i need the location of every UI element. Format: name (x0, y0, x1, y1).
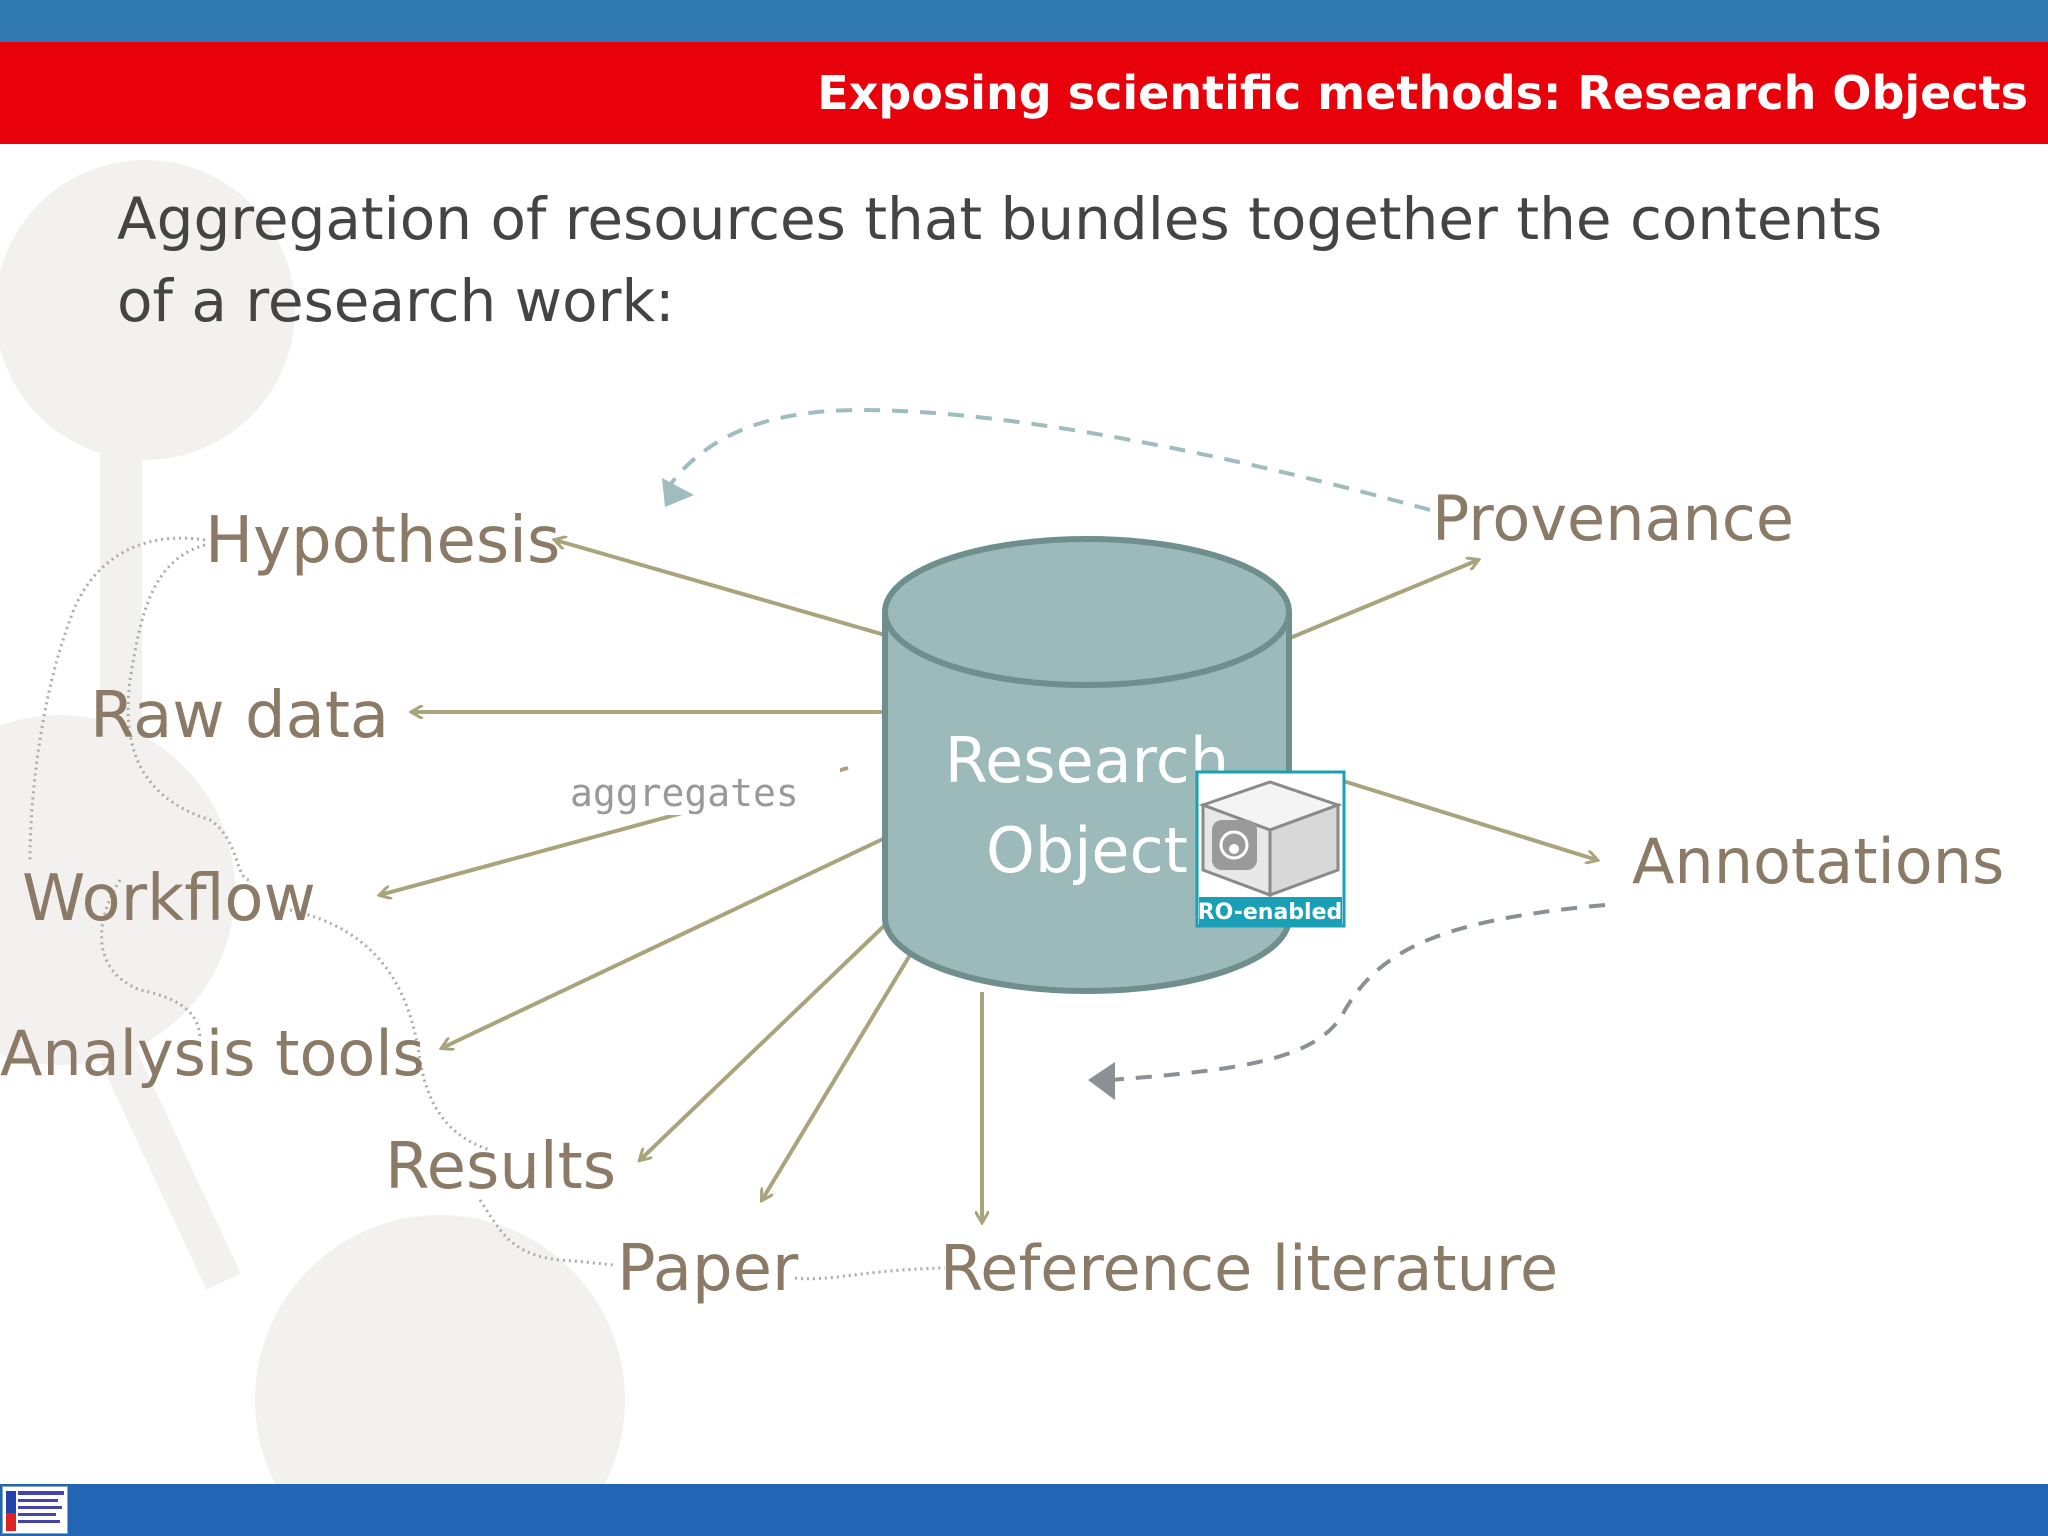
dashed-arrowhead-top (662, 478, 694, 507)
ro-enabled-box-icon (1195, 770, 1346, 928)
research-object-cylinder (882, 536, 1292, 994)
node-results: Results (385, 1130, 616, 1204)
node-annotations: Annotations (1632, 825, 2004, 898)
center-label-line-1: Research (945, 724, 1229, 797)
dashed-arrow-annotations-to-object (1109, 903, 1606, 1082)
dotted-connector (100, 879, 202, 1041)
node-workflow: Workflow (22, 862, 316, 936)
dotted-connector (126, 543, 251, 882)
intro-line-2: of a research work: (117, 267, 675, 335)
intro-text: Aggregation of resources that bundles to… (117, 178, 1917, 342)
dashed-arrowhead-right (1088, 1062, 1115, 1100)
arrow-to-provenance (1289, 560, 1478, 640)
top-accent-bar (0, 0, 2048, 42)
node-reference-literature: Reference literature (940, 1232, 1558, 1305)
dashed-arrow-provenance-to-hypothesis (663, 407, 1431, 512)
badge-label: RO-enabled (1198, 900, 1343, 925)
intro-line-1: Aggregation of resources that bundles to… (117, 185, 1883, 253)
arrow-to-hypothesis (555, 540, 886, 637)
arrow-to-results (640, 923, 887, 1160)
center-label-line-2: Object (986, 814, 1188, 887)
ontology-engineering-group-logo (2, 1486, 68, 1534)
arrow-to-annotations (1339, 778, 1597, 860)
dotted-connector (478, 1199, 616, 1267)
node-provenance: Provenance (1432, 482, 1794, 555)
dotted-connector (28, 536, 206, 861)
dotted-connector (794, 1266, 946, 1281)
dotted-connectors (28, 536, 946, 1281)
slide-title: Exposing scientific methods: Research Ob… (817, 66, 2028, 120)
edge-label-backdrop (560, 765, 840, 815)
node-raw-data: Raw data (90, 679, 389, 753)
bottom-bar (0, 1484, 2048, 1536)
edge-label-aggregates: aggregates (570, 771, 799, 815)
node-analysis-tools: Analysis tools (0, 1017, 425, 1090)
node-hypothesis: Hypothesis (205, 504, 560, 578)
title-bar (0, 42, 2048, 144)
arrow-to-analysis-tools (442, 836, 886, 1048)
node-paper: Paper (617, 1232, 799, 1306)
arrow-to-paper (762, 953, 912, 1200)
